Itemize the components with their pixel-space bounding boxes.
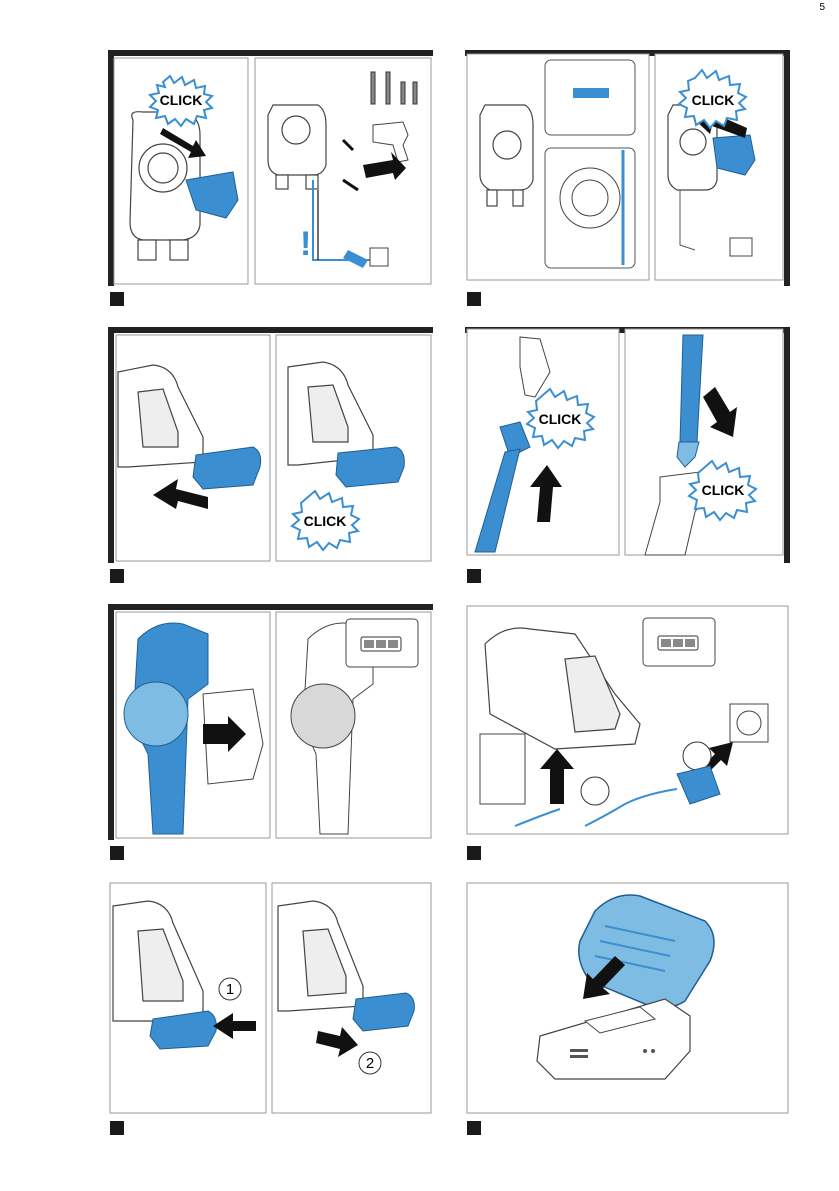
click-label: CLICK xyxy=(160,92,203,108)
step-number-2: 2 xyxy=(366,1055,374,1072)
step-marker xyxy=(467,292,481,306)
step-3-insert-battery: CLICK xyxy=(108,327,433,563)
click-label: CLICK xyxy=(692,92,735,108)
step-marker xyxy=(467,846,481,860)
click-label: CLICK xyxy=(304,513,347,529)
step-6-charge-cable xyxy=(465,604,790,840)
step-marker xyxy=(110,569,124,583)
step-5-place-in-holder xyxy=(108,604,433,840)
step-marker xyxy=(110,292,124,306)
click-label: CLICK xyxy=(539,411,582,427)
socket-icon xyxy=(370,248,388,266)
battery-pack-icon xyxy=(713,135,755,175)
click-label: CLICK xyxy=(702,482,745,498)
battery-pack-icon xyxy=(353,993,414,1031)
step-marker xyxy=(467,1121,481,1135)
step-marker xyxy=(110,1121,124,1135)
step-marker xyxy=(467,569,481,583)
socket-icon xyxy=(730,238,752,256)
step-8-charger-dock xyxy=(465,881,790,1117)
step-marker xyxy=(110,846,124,860)
warning-mark: ! xyxy=(300,225,311,263)
battery-pack-icon xyxy=(336,447,404,487)
socket-icon xyxy=(730,704,768,742)
page-number: 5 xyxy=(819,2,825,13)
step-2-cable-mount: CLICK xyxy=(465,50,790,286)
step-4-attach-tube: CLICK CLICK xyxy=(465,327,790,563)
step-1-wall-mount: CLICK ! xyxy=(108,50,433,286)
step-number-1: 1 xyxy=(226,981,234,998)
step-7-remove-battery: 1 2 xyxy=(108,881,433,1117)
